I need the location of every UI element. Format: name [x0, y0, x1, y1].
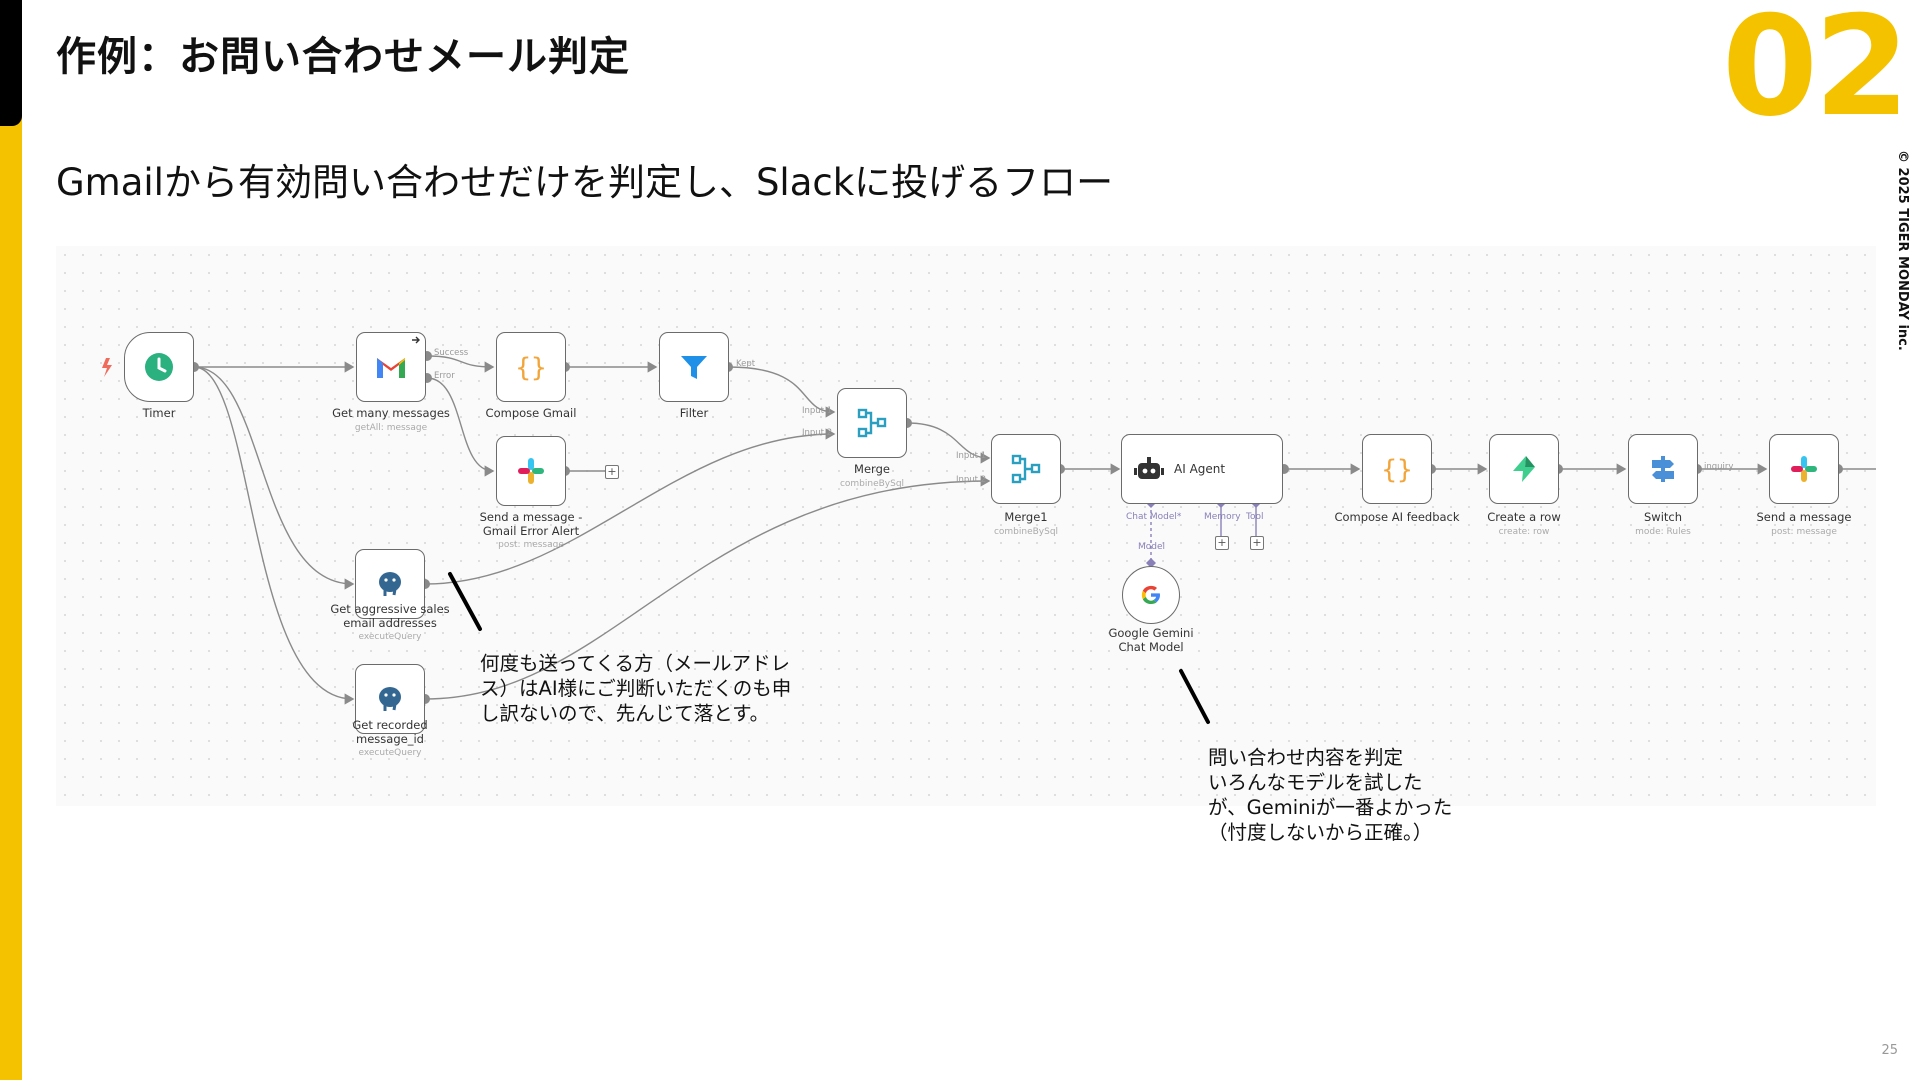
- node-send-message[interactable]: [1769, 434, 1839, 504]
- edge-gmail-error-alert: [426, 377, 495, 477]
- port-kept-label: Kept: [736, 359, 756, 369]
- slide-subtitle: Gmailから有効問い合わせだけを判定し、Slackに投げるフロー: [56, 161, 1114, 204]
- node-get-recorded-ids[interactable]: [355, 664, 425, 734]
- port-model-label: Model: [1138, 542, 1166, 552]
- port-merge1-input2-label: Input 2: [956, 475, 987, 485]
- robot-icon: [1134, 457, 1164, 479]
- annotation-right: 問い合わせ内容を判定 いろんなモデルを試した が、Geminiが一番よかった （…: [1208, 746, 1453, 844]
- add-memory-button[interactable]: +: [1215, 536, 1229, 550]
- node-gemini-label: Google Gemini Chat Model: [1108, 626, 1194, 654]
- node-create-row-label: Create a row: [1487, 510, 1561, 524]
- edge-timer-recorded-ids: [193, 366, 355, 705]
- edge-timer-sales-emails: [193, 366, 355, 590]
- node-get-recorded-ids-label: Get recorded message_id: [352, 718, 428, 746]
- node-compose-ai-feedback-label: Compose AI feedback: [1334, 510, 1460, 524]
- workflow-canvas[interactable]: Timer Get many messages getAll: message …: [56, 246, 1876, 806]
- merge-icon: [857, 408, 887, 438]
- port-merge1-input1-label: Input 1: [956, 451, 987, 461]
- node-switch[interactable]: [1628, 434, 1698, 504]
- google-icon: [1141, 585, 1160, 604]
- gmail-icon: [377, 358, 405, 378]
- node-merge1-label: Merge1: [1004, 510, 1048, 524]
- node-create-row-sub: create: row: [1498, 527, 1550, 537]
- code-braces-icon: {}: [515, 353, 546, 382]
- page-number: 25: [1881, 1043, 1898, 1058]
- filter-icon: [681, 356, 707, 379]
- node-timer[interactable]: [124, 332, 194, 402]
- node-compose-ai-feedback[interactable]: {}: [1362, 434, 1432, 504]
- node-get-sales-emails[interactable]: [355, 549, 425, 619]
- annotation-pointer-right: [1179, 669, 1210, 724]
- node-get-recorded-ids-sub: executeQuery: [358, 748, 422, 758]
- svg-text:{}: {}: [515, 353, 546, 382]
- port-input2-label: Input 2: [802, 428, 833, 438]
- port-chat-model-label: Chat Model*: [1126, 512, 1182, 522]
- node-compose-gmail-label: Compose Gmail: [485, 406, 577, 420]
- node-gemini[interactable]: [1122, 566, 1180, 624]
- add-node-button[interactable]: +: [605, 465, 619, 479]
- postgres-icon: [379, 572, 401, 596]
- node-create-row[interactable]: [1489, 434, 1559, 504]
- node-timer-label: Timer: [142, 406, 176, 420]
- node-merge-label: Merge: [854, 462, 890, 476]
- node-compose-gmail[interactable]: {}: [496, 332, 566, 402]
- node-send-message-sub: post: message: [1771, 527, 1837, 537]
- slack-icon: [518, 458, 544, 484]
- node-get-many-messages-label: Get many messages: [332, 406, 450, 420]
- slack-icon: [1791, 456, 1817, 482]
- node-merge-sub: combineBySql: [839, 479, 905, 489]
- trigger-bolt-icon: [102, 358, 112, 377]
- edge-sales-merge: [424, 428, 836, 585]
- node-send-error-alert[interactable]: [496, 436, 566, 506]
- code-braces-icon: {}: [1381, 455, 1412, 484]
- supabase-icon: [1513, 456, 1535, 482]
- node-switch-sub: mode: Rules: [1635, 527, 1691, 537]
- copyright-text: © 2025 TIGER MONDAY inc.: [1895, 150, 1910, 351]
- node-filter[interactable]: [659, 332, 729, 402]
- edge-gmail-compose: [426, 355, 495, 373]
- clock-icon: [145, 353, 173, 381]
- node-switch-label: Switch: [1643, 510, 1683, 524]
- node-get-sales-emails-label: Get aggressive sales email addresses: [330, 602, 450, 630]
- node-send-message-label: Send a message: [1756, 510, 1852, 524]
- node-merge[interactable]: [837, 388, 907, 458]
- side-bar-top-block: [0, 0, 22, 126]
- node-ai-agent-label: AI Agent: [1174, 462, 1226, 476]
- node-send-error-alert-label: Send a message - Gmail Error Alert: [479, 510, 583, 538]
- port-input1-label: Input 1: [802, 406, 833, 416]
- node-merge1-sub: combineBySql: [993, 527, 1059, 537]
- postgres-icon: [379, 687, 401, 711]
- switch-icon: [1652, 456, 1674, 482]
- edge-recorded-merge1: [424, 475, 991, 700]
- edge-filter-merge: [727, 366, 836, 418]
- node-ai-agent[interactable]: AI Agent: [1121, 434, 1283, 504]
- slide-title: 作例：お問い合わせメール判定: [56, 34, 630, 80]
- slide-section-number: 02: [1721, 0, 1910, 147]
- node-get-many-messages[interactable]: [356, 332, 426, 402]
- arrow-right-icon: [412, 336, 420, 344]
- port-error-label: Error: [434, 371, 455, 381]
- node-merge1[interactable]: [991, 434, 1061, 504]
- node-send-error-alert-sub: post: message: [498, 540, 564, 550]
- port-inquiry-label: inquiry: [1704, 462, 1734, 472]
- edge-merge-merge1: [906, 422, 991, 464]
- workflow-connections: [102, 351, 1876, 724]
- annotation-pointer-left: [448, 572, 482, 631]
- accent-side-bar: [0, 0, 22, 1080]
- node-get-many-messages-sub: getAll: message: [354, 423, 428, 433]
- annotation-left: 何度も送ってくる方（メールアドレス）はAI様にご判断いただくのも申し訳ないので、…: [480, 652, 792, 725]
- node-filter-label: Filter: [679, 406, 709, 420]
- node-get-sales-emails-sub: executeQuery: [358, 632, 422, 642]
- merge-icon: [1011, 454, 1041, 484]
- port-memory-label: Memory: [1204, 512, 1241, 522]
- port-success-label: Success: [434, 348, 469, 358]
- add-tool-button[interactable]: +: [1250, 536, 1264, 550]
- svg-text:{}: {}: [1381, 455, 1412, 484]
- port-tool-label: Tool: [1246, 512, 1264, 522]
